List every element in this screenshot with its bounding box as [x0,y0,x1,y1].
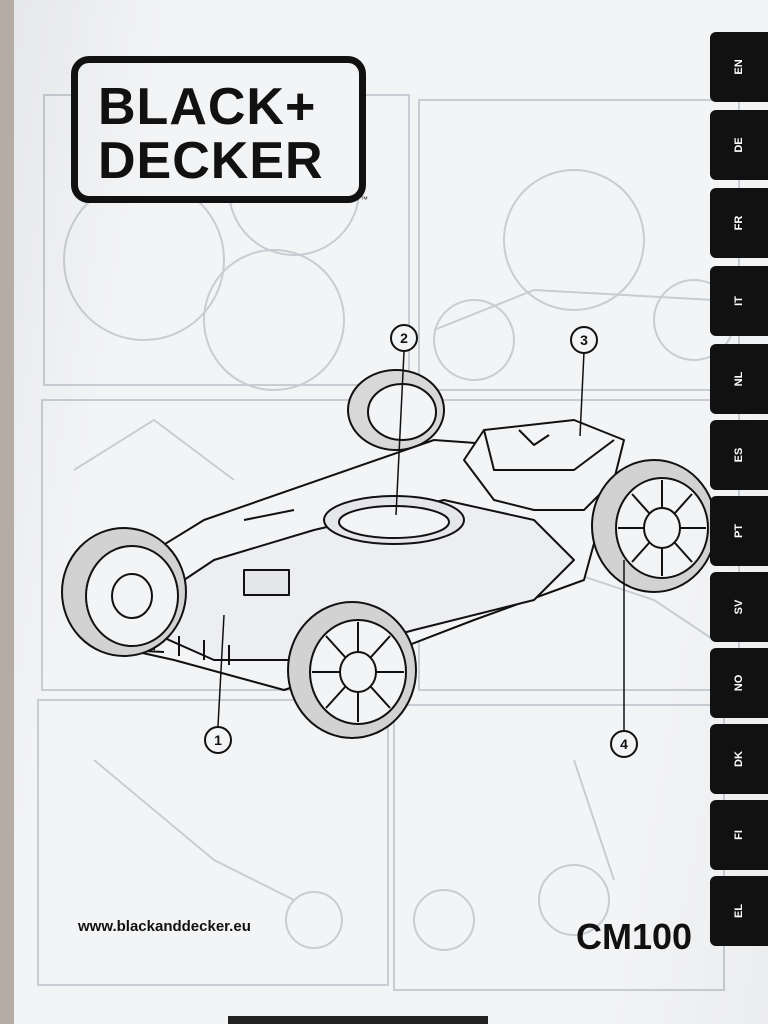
language-tab-label: EL [733,903,745,919]
callout-3: 3 [580,332,588,348]
rear-right-wheel [591,459,717,593]
callout-2: 2 [400,330,408,346]
language-tab-de[interactable]: DE [710,110,768,180]
rear-left-wheel [347,369,445,451]
language-tab-label: ES [733,447,745,463]
language-tabs: EN DE FR IT NL ES PT SV NO DK FI EL [698,0,768,1024]
language-tab-label: NO [733,674,745,692]
language-tab-pt[interactable]: PT [710,496,768,566]
language-tab-dk[interactable]: DK [710,724,768,794]
language-tab-el[interactable]: EL [710,876,768,946]
language-tab-nl[interactable]: NL [710,344,768,414]
website-url: www.blackanddecker.eu [78,918,251,935]
language-tab-sv[interactable]: SV [710,572,768,642]
language-tab-label: DK [733,751,745,767]
brand-logo-line2: DECKER [98,132,324,190]
manual-cover-page: BLACK+ DECKER ™ [14,0,768,1024]
language-tab-label: FI [733,830,745,840]
language-tab-label: PT [733,523,745,539]
front-left-wheel [61,527,187,657]
language-tab-no[interactable]: NO [710,648,768,718]
language-tab-label: SV [733,599,745,615]
brand-logo-line1: BLACK+ [98,78,317,136]
language-tab-fr[interactable]: FR [710,188,768,258]
language-tab-label: DE [733,137,745,153]
trademark-mark: ™ [360,195,368,204]
language-tab-fi[interactable]: FI [710,800,768,870]
callout-4: 4 [620,736,628,752]
language-tab-label: NL [733,371,745,387]
callout-1: 1 [214,732,222,748]
bottom-page-edge [228,1016,488,1024]
language-tab-label: FR [733,215,745,231]
language-tab-label: EN [733,59,745,75]
language-tab-en[interactable]: EN [710,32,768,102]
front-right-wheel [287,601,417,739]
model-number: CM100 [576,916,693,957]
language-tab-es[interactable]: ES [710,420,768,490]
mower-deck-illustration: 1 2 3 4 [61,324,717,758]
language-tab-it[interactable]: IT [710,266,768,336]
brand-logo: BLACK+ DECKER [71,56,366,203]
language-tab-label: IT [733,296,745,306]
